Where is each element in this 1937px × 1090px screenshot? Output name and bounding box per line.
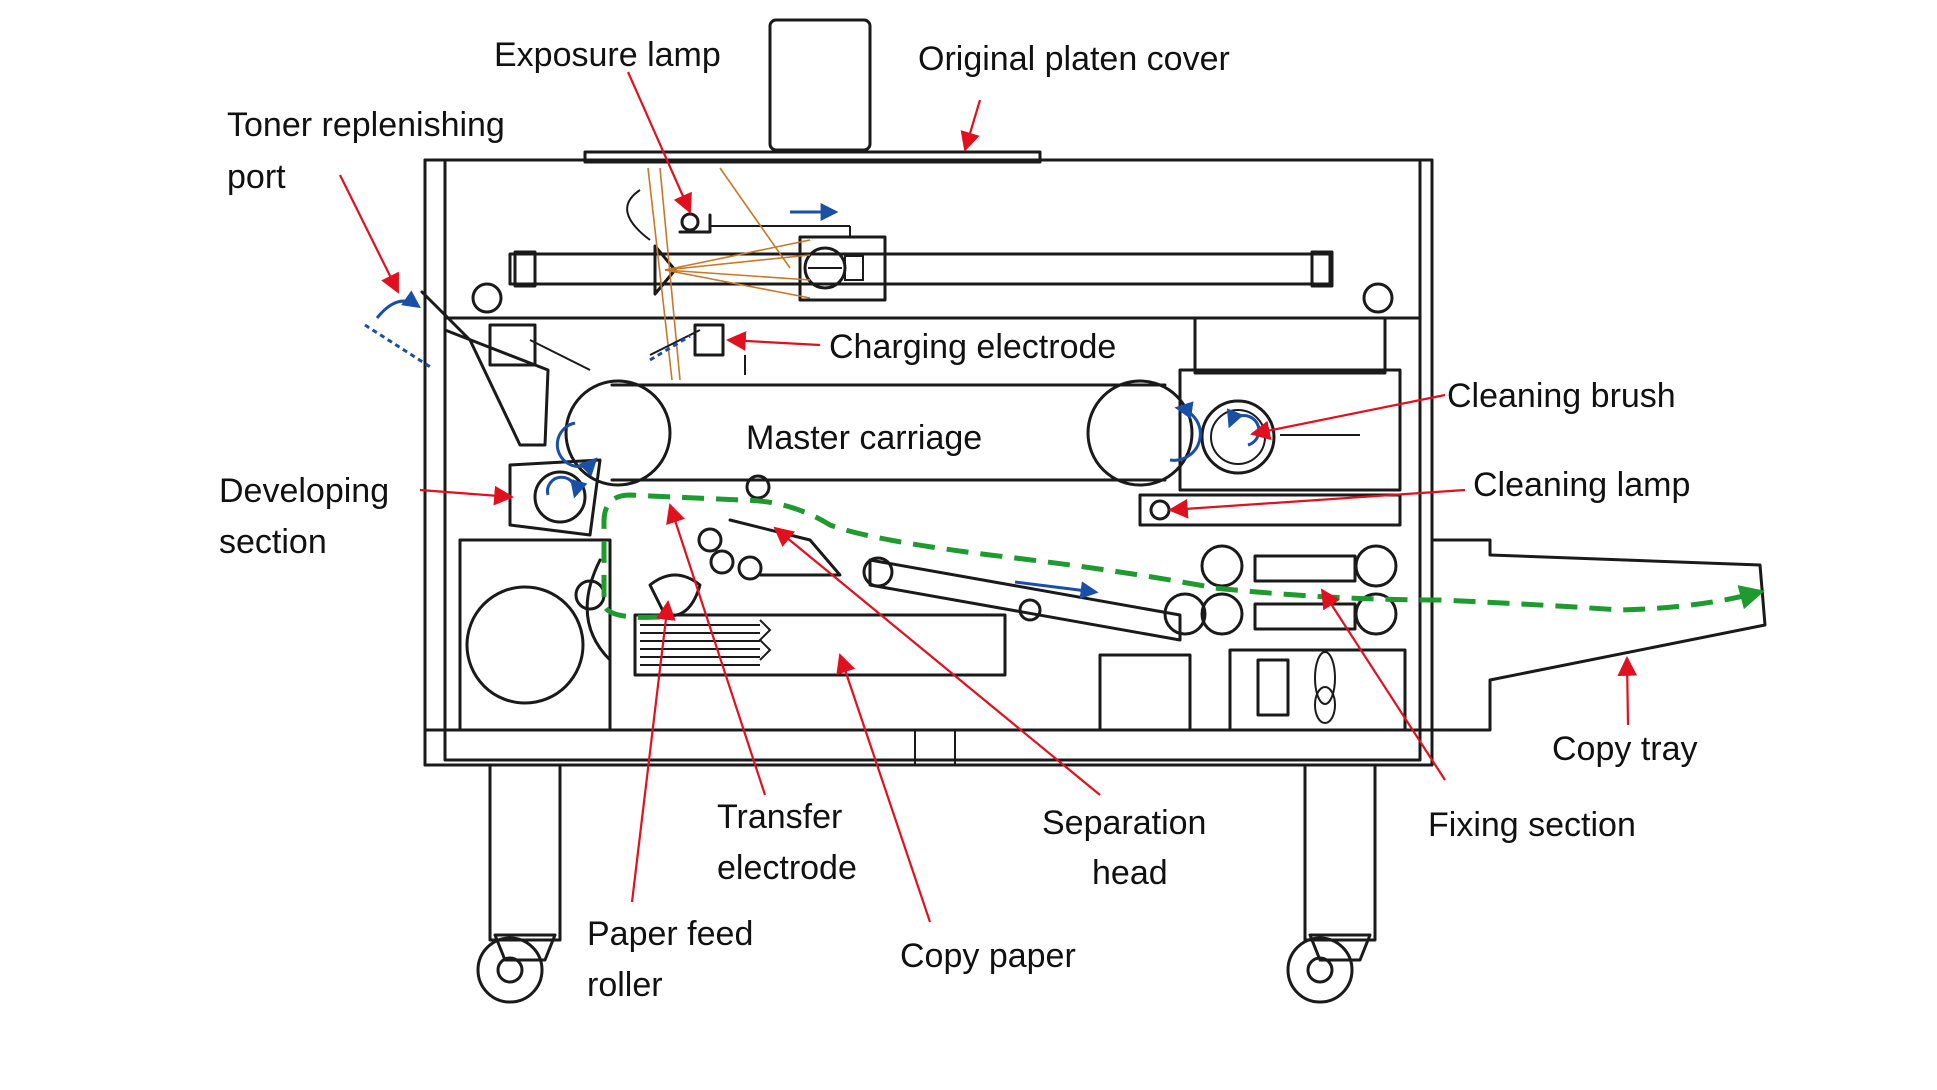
label-copy-paper: Copy paper (900, 937, 1076, 975)
label-cleaning-brush: Cleaning brush (1447, 377, 1676, 415)
paper-path-line (601, 492, 1765, 620)
label-master-carriage: Master carriage (746, 419, 982, 457)
label-paper-feed-roller-line2: roller (587, 966, 663, 1004)
label-transfer-electrode-line2: electrode (717, 849, 857, 887)
motion-arrows (364, 203, 1261, 600)
leader-lines (339, 71, 1638, 923)
label-original-platen-cover: Original platen cover (918, 40, 1230, 78)
label-developing-section-line2: section (219, 523, 327, 561)
label-paper-feed-roller-line1: Paper feed (587, 915, 753, 953)
label-developing-section-line1: Developing (219, 472, 389, 510)
labels: Exposure lamp Original platen cover Tone… (219, 36, 1698, 1004)
optical-rays (647, 167, 811, 381)
label-separation-head-line2: head (1092, 854, 1168, 892)
label-toner-replenishing-port-line2: port (227, 158, 286, 196)
label-copy-tray: Copy tray (1552, 730, 1698, 768)
label-transfer-electrode-line1: Transfer (717, 798, 842, 836)
label-fixing-section: Fixing section (1428, 806, 1636, 844)
label-charging-electrode: Charging electrode (829, 328, 1116, 366)
copy-paper-stack (640, 624, 760, 666)
label-separation-head-line1: Separation (1042, 804, 1206, 842)
machine-drawing (420, 18, 1767, 1004)
label-toner-replenishing-port-line1: Toner replenishing (227, 106, 505, 144)
label-cleaning-lamp: Cleaning lamp (1473, 466, 1690, 504)
label-exposure-lamp: Exposure lamp (494, 36, 721, 74)
